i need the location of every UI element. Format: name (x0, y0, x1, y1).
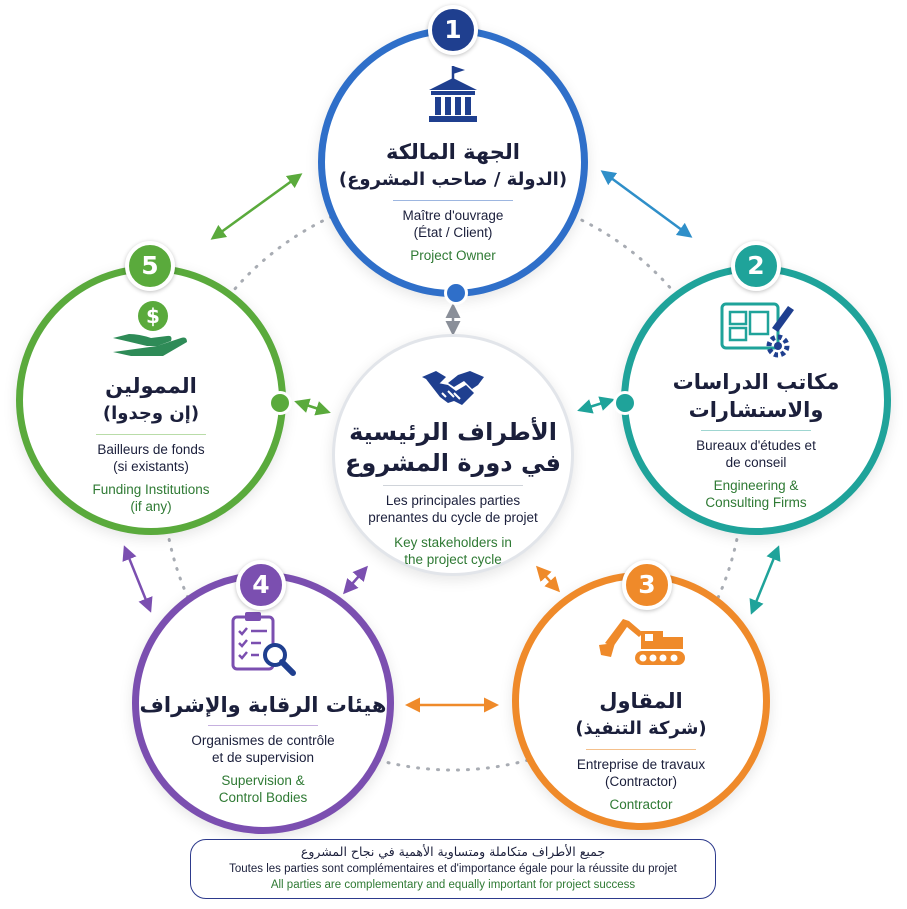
node-4-number-badge: 4 (236, 560, 286, 610)
handshake-icon (422, 371, 484, 405)
center-text-en-2: the project cycle (404, 552, 502, 567)
node-5-number-badge: 5 (125, 241, 175, 291)
node-1-text-fr-1: Maître d'ouvrage (402, 208, 504, 223)
arrow-1-2 (600, 170, 693, 238)
svg-text:$: $ (146, 304, 160, 328)
footer-text-ar: جميع الأطراف متكاملة ومتساوية الأهمية في… (300, 844, 606, 859)
center-node: الأطراف الرئيسية في دورة المشروع Les pri… (332, 334, 574, 576)
node-2-text-en-2: Consulting Firms (705, 495, 807, 510)
arrow-5-4 (122, 545, 153, 613)
node-1-subtitle-ar: (الدولة / صاحب المشروع) (338, 169, 568, 190)
node-3-text-fr-1: Entreprise de travaux (576, 757, 706, 772)
center-title-ar-1: الأطراف الرئيسية (349, 418, 557, 446)
arrow-1-5 (210, 173, 303, 240)
node-2-connector-dot (613, 391, 637, 415)
node-3-title-ar: المقاول (599, 689, 683, 713)
center-title-ar-2: في دورة المشروع (345, 449, 561, 477)
node-engineering-firms: مكاتب الدراسات والاستشارات Bureaux d'étu… (621, 265, 891, 535)
node-2-title-ar-1: مكاتب الدراسات (672, 370, 840, 394)
node-2-divider (701, 430, 811, 431)
government-building-icon (429, 66, 477, 122)
node-4-text-en-1: Supervision & (221, 773, 305, 788)
node-5-title-ar: الممولين (105, 374, 197, 398)
node-5-subtitle-ar: (إن وجدوا) (102, 403, 200, 424)
node-1-text-en-1: Project Owner (410, 248, 496, 263)
excavator-icon (599, 619, 685, 665)
footer-note-box: جميع الأطراف متكاملة ومتساوية الأهمية في… (190, 839, 716, 899)
node-1-text-fr-2: (État / Client) (413, 225, 493, 240)
node-supervision-bodies: هيئات الرقابة والإشراف Organismes de con… (132, 572, 394, 834)
center-text-fr-1: Les principales parties (385, 493, 521, 508)
node-4-text-fr-1: Organismes de contrôle (191, 733, 335, 748)
node-3-divider (586, 749, 696, 750)
arrow-2-3 (749, 545, 781, 615)
arrow-center-3 (535, 565, 561, 593)
arrow-center-5 (294, 398, 331, 416)
node-contractor: المقاول (شركة التنفيذ) Entreprise de tra… (512, 572, 770, 830)
footer-text-en: All parties are complementary and equall… (270, 879, 636, 891)
node-2-text-fr-1: Bureaux d'études et (696, 438, 816, 453)
node-2-title-ar-2: والاستشارات (688, 398, 824, 422)
node-1-divider (393, 200, 513, 201)
node-4-title-ar: هيئات الرقابة والإشراف (139, 693, 387, 717)
node-4-text-en-2: Control Bodies (218, 790, 308, 805)
center-text-en-1: Key stakeholders in (394, 535, 512, 550)
node-2-text-fr-2: de conseil (725, 455, 787, 470)
node-3-subtitle-ar: (شركة التنفيذ) (575, 718, 707, 739)
node-5-connector-dot (268, 391, 292, 415)
node-3-text-en-1: Contractor (609, 797, 673, 812)
node-5-text-en-1: Funding Institutions (92, 482, 210, 497)
node-2-number-badge: 2 (731, 241, 781, 291)
arrow-center-4 (343, 565, 368, 595)
node-project-owner: الجهة المالكة (الدولة / صاحب المشروع) Ma… (318, 27, 588, 297)
node-3-number-badge: 3 (622, 560, 672, 610)
center-text-fr-2: prenantes du cycle de projet (368, 510, 538, 525)
checklist-magnifier-icon (231, 612, 296, 676)
node-4-text-fr-2: et de supervision (211, 750, 315, 765)
node-5-text-en-2: (if any) (130, 499, 172, 514)
footer-text-fr: Toutes les parties sont complémentaires … (229, 863, 677, 875)
node-1-title-ar: الجهة المالكة (385, 140, 520, 164)
center-divider (383, 485, 523, 486)
node-1-connector-dot (444, 281, 468, 305)
node-5-text-fr-1: Bailleurs de fonds (97, 442, 205, 457)
node-1-number-badge: 1 (428, 5, 478, 55)
node-5-divider (96, 434, 206, 435)
node-2-text-en-1: Engineering & (713, 478, 799, 493)
hand-dollar-coin-icon: $ (113, 301, 187, 356)
blueprint-gear-icon (720, 302, 794, 358)
arrow-center-2 (577, 396, 615, 414)
node-funding-institutions: $ الممولين (إن وجدوا) Bailleurs de fonds… (16, 265, 286, 535)
node-5-text-fr-2: (si existants) (113, 459, 189, 474)
node-3-text-fr-2: (Contractor) (604, 774, 677, 789)
node-4-divider (208, 725, 318, 726)
